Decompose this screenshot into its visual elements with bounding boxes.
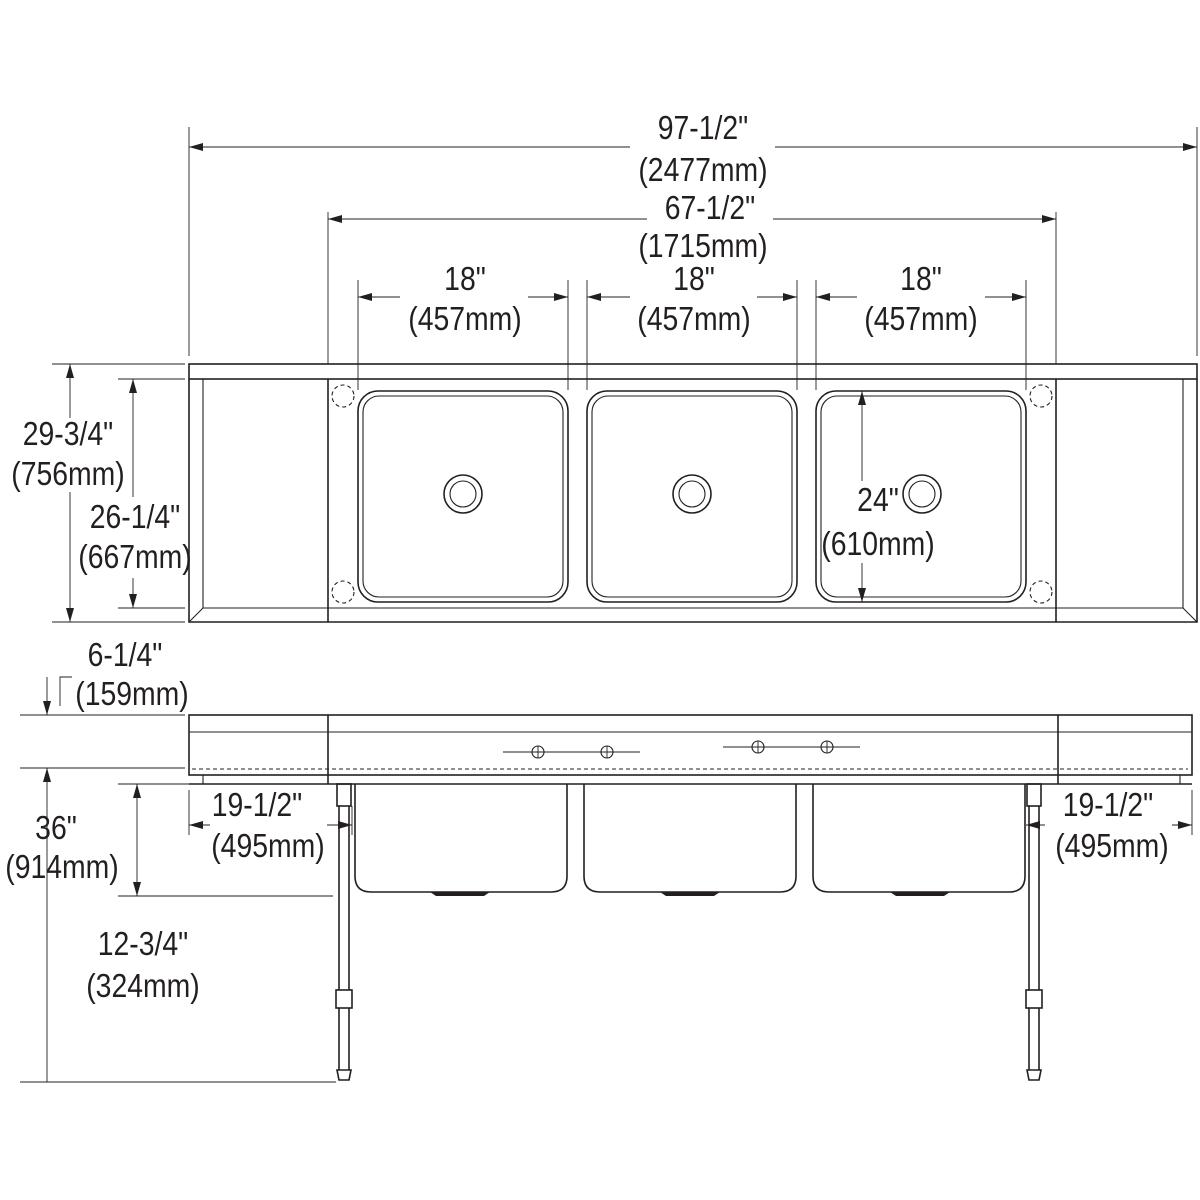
dimension-labels: 97-1/2" (2477mm) 67-1/2" (1715mm) 18" (4… [5, 109, 1168, 1005]
top-body-outline [188, 379, 1198, 623]
faucet-holes-right [723, 740, 860, 754]
bowl-span-in: 67-1/2" [665, 189, 756, 227]
bowl-span-mm: (1715mm) [638, 227, 767, 265]
drainboard-right-in: 19-1/2" [1063, 786, 1154, 824]
bowl-1-width-in: 18" [444, 260, 486, 298]
bowl-3-width-mm: (457mm) [864, 300, 977, 338]
top-rim [188, 363, 1198, 380]
drain-icon [902, 474, 942, 514]
bowl-3-top [815, 390, 1027, 603]
bowl-3-width-in: 18" [900, 260, 942, 298]
drainboard-right-mm: (495mm) [1055, 827, 1168, 865]
top-view [188, 363, 1198, 623]
bowl-2-width-in: 18" [673, 260, 715, 298]
bowl-front-back-mm: (610mm) [821, 525, 934, 563]
leg-marker-icon [1029, 580, 1053, 604]
bowl-1-width-mm: (457mm) [408, 300, 521, 338]
bowl-depth-mm: (324mm) [86, 967, 199, 1005]
front-backsplash [188, 714, 1193, 776]
leg-marker-icon [1029, 384, 1053, 408]
overall-depth-in: 29-3/4" [23, 415, 114, 453]
faucet-holes-left [503, 745, 640, 759]
leg-marker-icon [331, 580, 355, 604]
bowl-depth-in: 12-3/4" [98, 925, 189, 963]
overall-length-in: 97-1/2" [658, 109, 749, 147]
bowl-2-top [586, 390, 798, 603]
overall-depth-mm: (756mm) [11, 455, 124, 493]
overall-length-mm: (2477mm) [638, 151, 767, 189]
drainboard-left-mm: (495mm) [211, 827, 324, 865]
right-leg [1025, 783, 1043, 1081]
drain-icon [672, 474, 712, 514]
bowl-front-back-in: 24" [857, 481, 899, 519]
drainboard-left-in: 19-1/2" [212, 786, 303, 824]
bowl-1-front [354, 784, 568, 893]
bowl-2-front [583, 784, 797, 893]
bowl-2-width-mm: (457mm) [637, 300, 750, 338]
leg-marker-icon [331, 384, 355, 408]
bowl-area-depth-mm: (667mm) [78, 538, 191, 576]
backsplash-height-in: 6-1/4" [88, 636, 163, 674]
drain-icon [443, 474, 483, 514]
dimension-lines [20, 127, 1198, 1083]
backsplash-height-mm: (159mm) [75, 675, 188, 713]
bowl-area-depth-in: 26-1/4" [90, 498, 181, 536]
work-height-mm: (914mm) [5, 848, 118, 886]
drainboard-inner-edge [202, 379, 1184, 609]
bowl-3-front [812, 784, 1026, 893]
left-leg [335, 783, 353, 1081]
bowl-1-top [357, 390, 569, 603]
front-view [188, 714, 1193, 1081]
work-height-in: 36" [35, 809, 77, 847]
